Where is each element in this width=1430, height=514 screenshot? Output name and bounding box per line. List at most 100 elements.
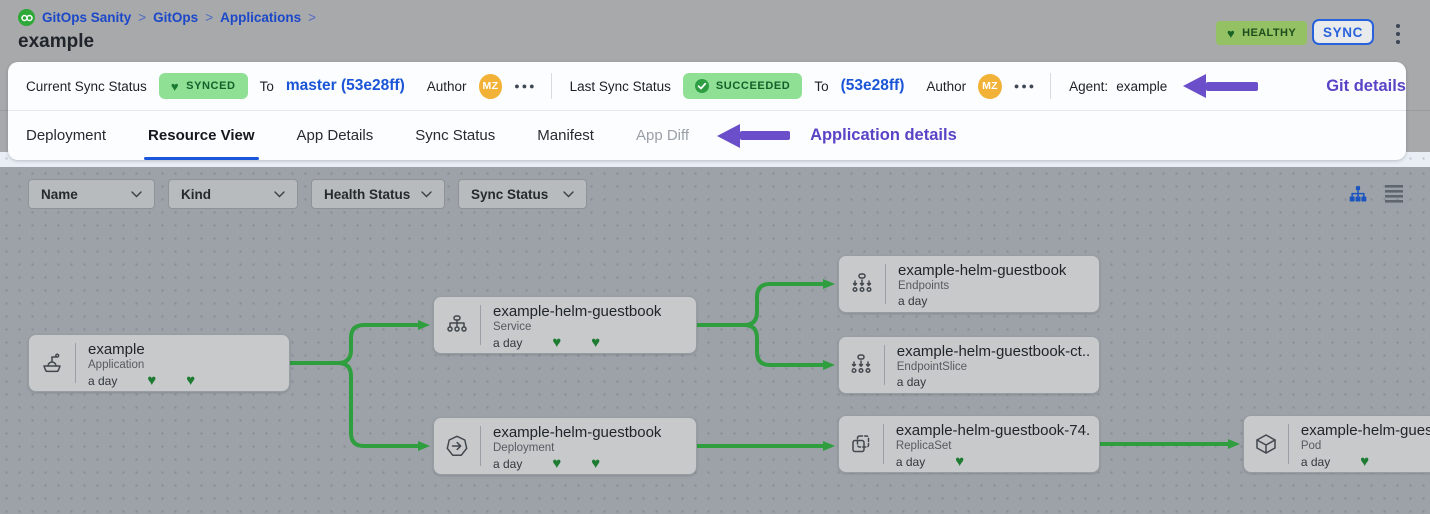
filter-sync-status-dropdown[interactable]: Sync Status <box>458 179 587 209</box>
list-view-icon <box>1385 185 1403 203</box>
node-age: a day <box>88 373 118 388</box>
heart-icon: ♥ <box>552 334 562 351</box>
succeeded-badge: SUCCEEDED <box>682 73 803 99</box>
node-age: a day <box>493 335 523 350</box>
tab-deployment[interactable]: Deployment <box>26 127 107 144</box>
node-title: example-helm-guestbook <box>898 262 1067 279</box>
more-options-icon[interactable]: ●●● <box>514 81 537 91</box>
node-kind: EndpointSlice <box>896 361 968 373</box>
breadcrumb-separator: > <box>308 10 316 25</box>
node-service-example-helm-guestbook[interactable]: example-helm-guestbook Service a day ♥ ♥ <box>433 296 697 354</box>
filter-name-label: Name <box>41 186 78 202</box>
tab-app-details[interactable]: App Details <box>296 127 374 144</box>
tree-view-toggle[interactable] <box>1347 183 1369 205</box>
heart-icon: ♥ <box>147 372 157 389</box>
git-details-annotation: Git details <box>1326 76 1406 95</box>
application-tabs: Deployment Resource View App Details Syn… <box>8 111 1406 160</box>
chevron-down-icon <box>274 190 285 197</box>
chevron-down-icon <box>131 190 142 197</box>
node-kind: Service <box>493 321 532 333</box>
last-sync-status-label: Last Sync Status <box>569 78 671 94</box>
filter-kind-label: Kind <box>181 186 211 202</box>
filter-kind-dropdown[interactable]: Kind <box>168 179 298 209</box>
more-options-icon[interactable]: ●●● <box>1013 81 1037 91</box>
node-age: a day <box>896 375 927 389</box>
node-title: example-helm-guestbook <box>493 424 662 441</box>
filter-name-dropdown[interactable]: Name <box>28 179 155 209</box>
filter-sync-status-label: Sync Status <box>471 186 549 202</box>
succeeded-badge-label: SUCCEEDED <box>715 80 791 92</box>
chevron-down-icon <box>421 190 432 197</box>
author-label: Author <box>926 78 967 94</box>
node-pod-example-helm-guestbook[interactable]: example-helm-guestbook-74... Pod a day ♥ <box>1243 415 1430 473</box>
node-kind: ReplicaSet <box>895 440 952 452</box>
current-revision-link[interactable]: master (53e28ff) <box>285 77 405 94</box>
git-details-bar: Current Sync Status ♥ SYNCED To master (… <box>8 62 1406 111</box>
list-view-toggle[interactable] <box>1383 183 1405 205</box>
node-age: a day <box>493 456 523 471</box>
pod-icon <box>1244 424 1289 464</box>
section-divider <box>1050 73 1052 99</box>
node-title: example-helm-guestbook <box>493 303 662 320</box>
agent-label: Agent: <box>1069 78 1109 94</box>
tree-view-icon <box>1349 186 1367 202</box>
sync-button[interactable]: SYNC <box>1312 19 1374 45</box>
heart-icon: ♥ <box>552 455 562 472</box>
author-label: Author <box>426 78 467 94</box>
deployment-icon <box>434 426 481 466</box>
node-title: example-helm-guestbook-74... <box>1300 422 1430 439</box>
breadcrumb: GitOps Sanity > GitOps > Applications > <box>18 9 316 26</box>
node-endpointslice-example-helm-guestbook[interactable]: example-helm-guestbook-ct... EndpointSli… <box>838 336 1100 394</box>
breadcrumb-link-runtime[interactable]: GitOps Sanity <box>42 10 132 25</box>
tab-manifest[interactable]: Manifest <box>537 127 594 144</box>
replicaset-icon <box>839 424 884 464</box>
node-kind: Endpoints <box>898 280 950 292</box>
breadcrumb-link-gitops[interactable]: GitOps <box>153 10 199 25</box>
tab-sync-status[interactable]: Sync Status <box>415 127 496 144</box>
node-title: example-helm-guestbook-ct... <box>896 343 1089 360</box>
author-avatar[interactable]: MZ <box>478 73 503 99</box>
synced-badge: ♥ SYNCED <box>158 73 248 99</box>
tab-app-diff[interactable]: App Diff <box>635 127 690 144</box>
node-deployment-example-helm-guestbook[interactable]: example-helm-guestbook Deployment a day … <box>433 417 697 475</box>
heart-icon: ♥ <box>591 334 601 351</box>
node-title: example <box>88 341 145 358</box>
heart-icon: ♥ <box>955 453 965 470</box>
heart-icon: ♥ <box>1227 25 1236 41</box>
git-details-annotation-arrow-icon <box>1183 74 1259 98</box>
node-replicaset-example-helm-guestbook[interactable]: example-helm-guestbook-74... ReplicaSet … <box>838 415 1100 473</box>
heart-icon: ♥ <box>1360 453 1370 470</box>
breadcrumb-separator: > <box>205 10 214 25</box>
endpointslice-icon <box>839 345 885 385</box>
last-revision-link[interactable]: (53e28ff) <box>840 77 905 94</box>
node-kind: Application <box>88 359 145 371</box>
breadcrumb-link-applications[interactable]: Applications <box>220 10 302 25</box>
section-divider <box>550 73 552 99</box>
page-header: GitOps Sanity > GitOps > Applications > … <box>0 0 1430 62</box>
heart-icon: ♥ <box>591 455 601 472</box>
application-details-annotation: Application details <box>810 126 957 144</box>
page-title: example <box>18 31 95 52</box>
node-kind: Pod <box>1300 440 1322 452</box>
application-icon <box>29 343 76 383</box>
filter-health-status-dropdown[interactable]: Health Status <box>311 179 445 209</box>
resource-graph-canvas: Name Kind Health Status Sync Status <box>0 152 1430 514</box>
node-endpoints-example-helm-guestbook[interactable]: example-helm-guestbook Endpoints a day <box>838 255 1100 313</box>
endpoints-icon <box>839 264 886 304</box>
chevron-down-icon <box>563 190 574 197</box>
filter-health-status-label: Health Status <box>324 186 411 202</box>
synced-badge-label: SYNCED <box>186 80 236 92</box>
to-label: To <box>814 78 829 94</box>
kebab-menu-icon[interactable] <box>1392 22 1404 46</box>
tab-resource-view[interactable]: Resource View <box>144 111 259 160</box>
author-avatar[interactable]: MZ <box>978 73 1002 99</box>
resource-graph[interactable]: Name Kind Health Status Sync Status <box>0 167 1430 514</box>
agent-value: example <box>1116 78 1168 94</box>
breadcrumb-separator: > <box>138 10 147 25</box>
node-age: a day <box>898 294 928 308</box>
node-age: a day <box>1300 454 1331 469</box>
check-circle-icon <box>694 79 709 93</box>
node-age: a day <box>895 454 926 469</box>
node-application-example[interactable]: example Application a day ♥ ♥ <box>28 334 290 392</box>
node-title: example-helm-guestbook-74... <box>895 422 1089 439</box>
